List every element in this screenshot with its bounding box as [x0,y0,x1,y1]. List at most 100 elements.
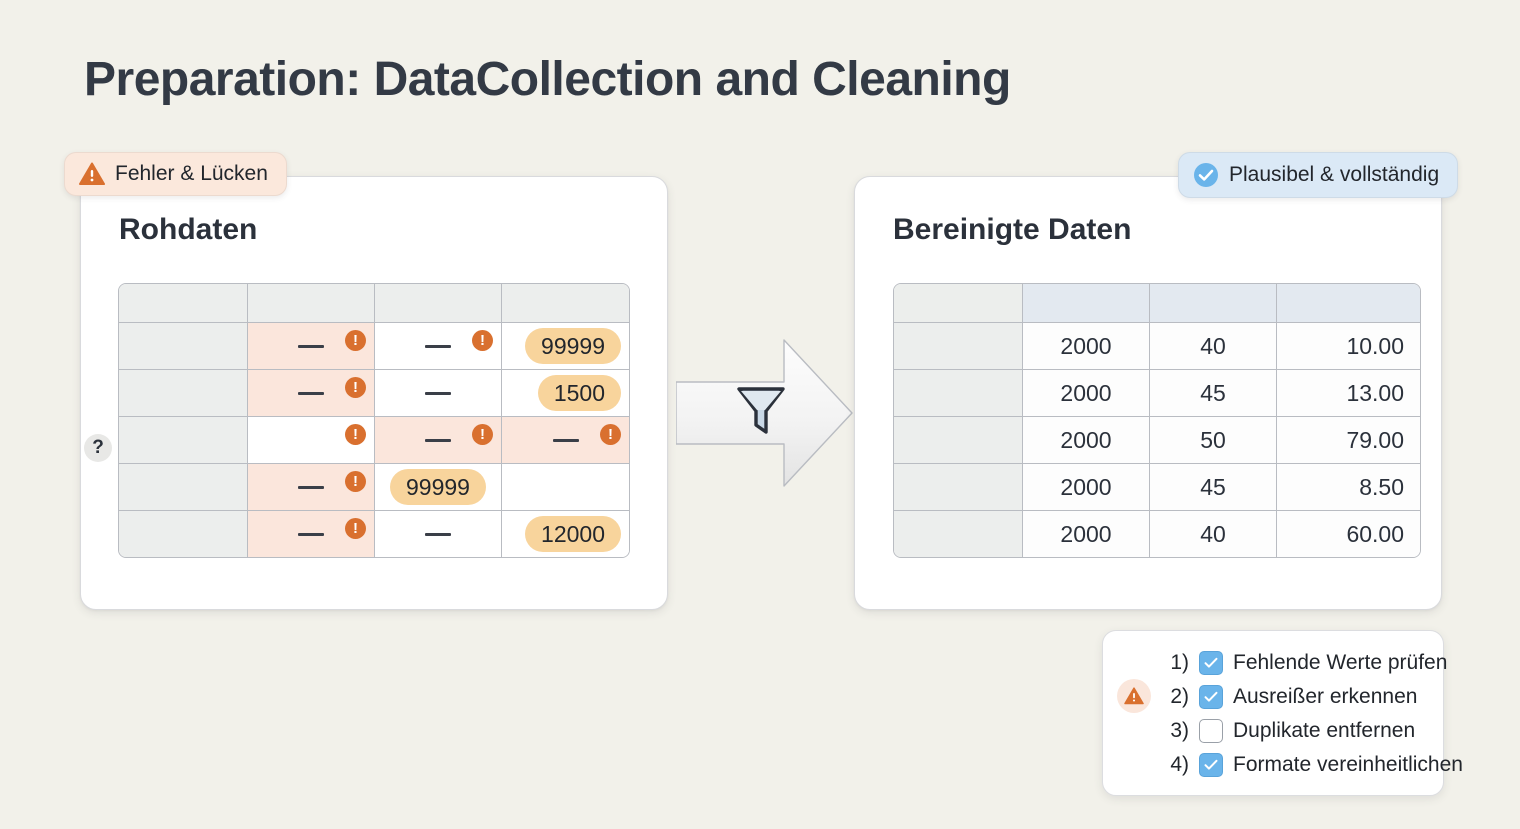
missing-value [248,370,374,416]
table-cell: ! [248,464,375,511]
cleaning-checklist: 1)Fehlende Werte prüfen 2)Ausreißer erken… [1102,630,1463,796]
table-cell [119,323,248,370]
table-cell: 2000 [1023,464,1150,511]
table-cell: ! [502,417,629,464]
alert-badge-icon: ! [345,377,366,398]
table-cell: 12000 [502,511,629,557]
table-header-cell [502,284,629,323]
table-cell: 2000 [1023,417,1150,464]
table-cell [894,417,1023,464]
table-cell [894,511,1023,557]
status-badge-errors-label: Fehler & Lücken [115,162,268,185]
checklist-item-number: 4) [1170,753,1189,776]
missing-value [248,464,374,510]
outlier-value: 99999 [375,464,501,510]
checklist-item[interactable]: 1)Fehlende Werte prüfen [1161,651,1447,675]
missing-value [248,511,374,557]
checklist-item[interactable]: 4) Formate vereinheitlichen [1161,753,1463,777]
warning-triangle-icon [79,162,105,186]
table-cell [502,464,629,511]
table-cell [894,323,1023,370]
table-header-cell [375,284,502,323]
missing-value [375,511,501,557]
checklist-item[interactable]: 3) Duplikate entfernen [1161,719,1415,743]
question-mark-marker: ? [84,434,112,462]
checkbox-checked-icon[interactable] [1199,651,1223,675]
checkbox-unchecked-icon[interactable] [1199,719,1223,743]
table-cell: 40 [1150,323,1277,370]
outlier-value: 1500 [502,370,629,416]
table-cell: 8.50 [1277,464,1420,511]
raw-data-title: Rohdaten [119,213,258,246]
table-row: !! 99999 [119,323,629,370]
table-cell: ! [248,370,375,417]
raw-data-table: !!99999!1500!!!!99999!12000 [118,283,630,558]
table-row: !!! [119,417,629,464]
table-cell: 10.00 [1277,323,1420,370]
warning-triangle-icon [1117,679,1151,713]
missing-value [502,417,629,463]
table-row: ! 12000 [119,511,629,557]
checklist-item[interactable]: 2)Ausreißer erkennen [1161,685,1417,709]
checklist-item-label: Ausreißer erkennen [1233,685,1418,708]
missing-value [375,417,501,463]
table-cell [894,464,1023,511]
alert-badge-icon: ! [472,424,493,445]
table-header-cell [894,284,1023,323]
status-badge-valid-label: Plausibel & vollständig [1229,163,1440,186]
table-cell: 99999 [502,323,629,370]
missing-value [375,370,501,416]
table-header-cell [248,284,375,323]
outlier-value: 12000 [502,511,629,557]
checklist-item-label: Fehlende Werte prüfen [1233,651,1448,674]
alert-badge-icon: ! [345,518,366,539]
table-header-cell [1150,284,1277,323]
table-cell [119,511,248,557]
alert-badge-icon: ! [345,471,366,492]
alert-badge-icon: ! [472,330,493,351]
table-cell: 2000 [1023,323,1150,370]
table-cell: ! [248,511,375,557]
table-header-row [119,284,629,323]
table-header-cell [1277,284,1420,323]
clean-data-title: Bereinigte Daten [893,213,1132,246]
check-circle-icon [1193,162,1219,188]
table-row: ! 1500 [119,370,629,417]
table-cell [119,417,248,464]
checklist-item-number: 3) [1170,719,1189,742]
table-cell [119,464,248,511]
table-header-row [894,284,1420,323]
checklist-item-label: Formate vereinheitlichen [1233,753,1463,776]
table-cell: 1500 [502,370,629,417]
table-cell [894,370,1023,417]
table-cell: 99999 [375,464,502,511]
outlier-value: 99999 [502,323,629,369]
checkbox-checked-icon[interactable] [1199,753,1223,777]
missing-value [375,323,501,369]
page-title: Preparation: DataCollection and Cleaning [84,53,1011,106]
table-cell: ! [375,417,502,464]
table-cell: 50 [1150,417,1277,464]
table-cell [375,511,502,557]
checklist-item-label: Duplikate entfernen [1233,719,1416,742]
status-badge-valid: Plausibel & vollständig [1178,152,1459,198]
table-cell: 13.00 [1277,370,1420,417]
filter-funnel-icon [735,382,787,438]
table-header-cell [119,284,248,323]
table-cell: 60.00 [1277,511,1420,557]
status-badge-errors: Fehler & Lücken [64,152,287,196]
table-cell: 40 [1150,511,1277,557]
table-cell: 79.00 [1277,417,1420,464]
table-cell: ! [248,323,375,370]
table-cell: ! [375,323,502,370]
table-cell [119,370,248,417]
table-cell: 45 [1150,464,1277,511]
alert-badge-icon: ! [345,424,366,445]
checkbox-checked-icon[interactable] [1199,685,1223,709]
